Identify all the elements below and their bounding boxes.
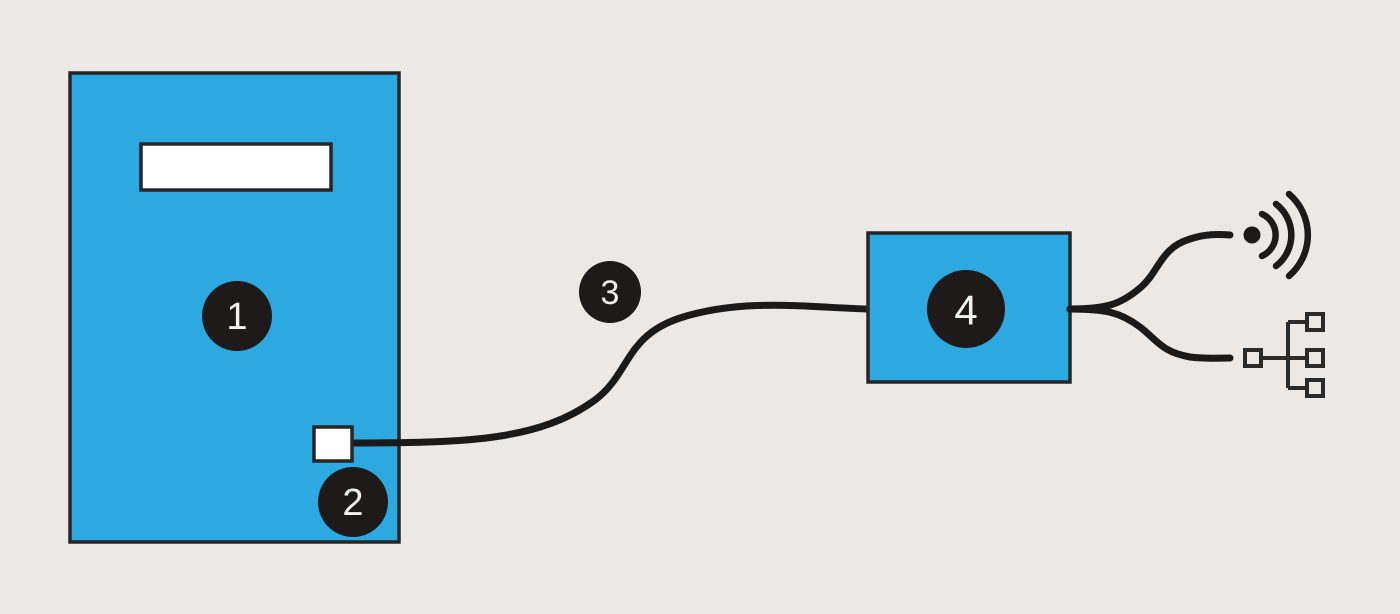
lan-link-cable	[1066, 305, 1234, 362]
callout-badge-1-label: 1	[226, 296, 247, 338]
network-node-right-middle	[1305, 348, 1325, 368]
callout-badge-1[interactable]: 1	[202, 281, 272, 351]
callout-badge-2-label: 2	[342, 482, 363, 524]
wifi-arc-outer	[1285, 190, 1312, 280]
wifi-arc-middle	[1272, 200, 1295, 270]
wifi-arc-inner	[1258, 210, 1279, 260]
callout-badge-1-circle	[202, 281, 272, 351]
callout-badge-2-circle	[318, 467, 388, 537]
callout-badge-2[interactable]: 2	[318, 467, 388, 537]
network-topology-icon	[1243, 312, 1325, 398]
ethernet-cable	[348, 301, 872, 447]
wifi-icon	[1243, 190, 1312, 280]
callout-badge-4-label: 4	[954, 287, 977, 334]
callout-badge-4-circle	[927, 270, 1005, 348]
callout-badge-3-label: 3	[601, 274, 620, 312]
callout-badge-4[interactable]: 4	[927, 270, 1005, 348]
optical-drive-bay	[139, 142, 333, 192]
network-node-right-top	[1305, 312, 1325, 332]
wireless-link-cable	[1066, 231, 1234, 313]
callout-badge-3-circle	[579, 261, 641, 323]
router[interactable]	[866, 231, 1072, 384]
network-node-right-bottom	[1305, 378, 1325, 398]
wifi-source-dot	[1243, 226, 1261, 244]
callout-badge-3[interactable]: 3	[579, 261, 641, 323]
router-body	[866, 231, 1072, 384]
ethernet-port[interactable]	[312, 425, 354, 463]
